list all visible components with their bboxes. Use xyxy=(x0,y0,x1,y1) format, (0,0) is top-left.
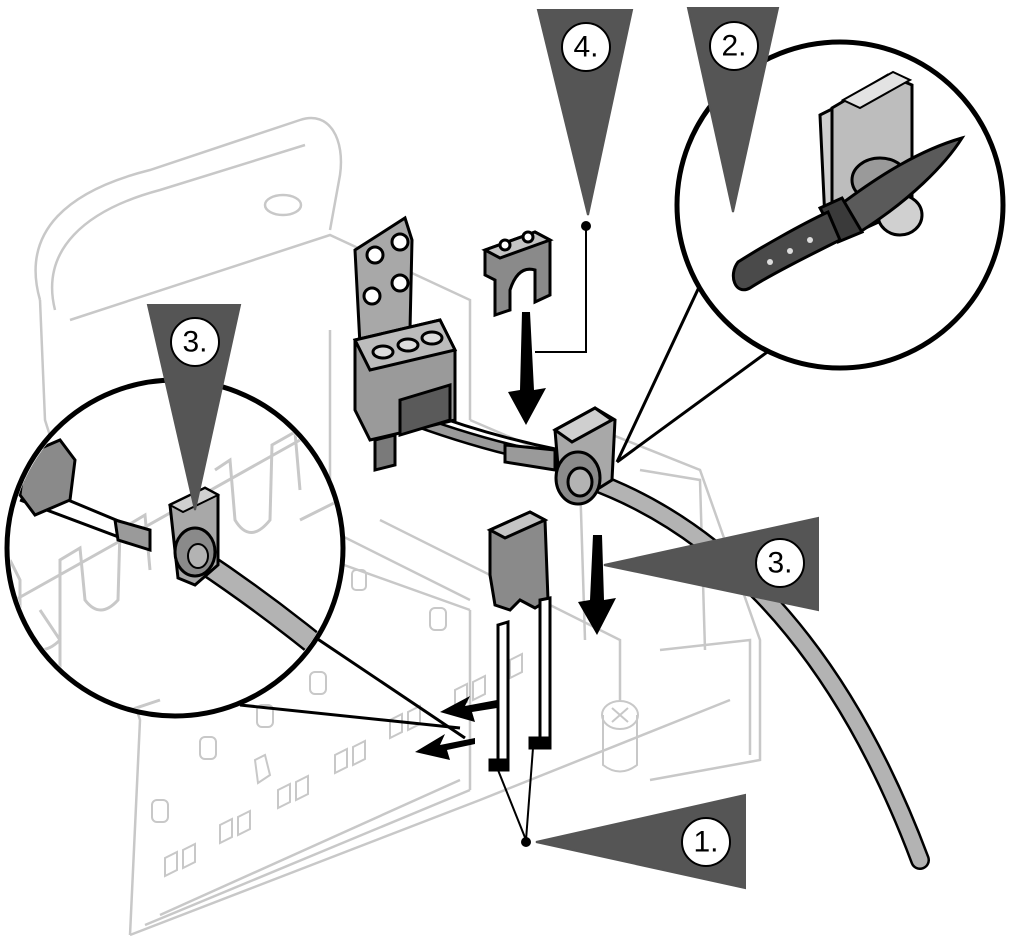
housing-ghost xyxy=(34,116,762,937)
retaining-clip xyxy=(481,230,554,318)
callout-label-1: 1. xyxy=(693,826,718,859)
arrow-down-icon xyxy=(508,312,546,425)
callout-step-3-left: 3. xyxy=(146,304,242,511)
arrow-left-icon xyxy=(415,696,497,760)
cable-clamp xyxy=(503,406,617,506)
mount-posts xyxy=(488,596,552,772)
callout-step-2: 2. xyxy=(686,7,780,213)
socket-row-ghost xyxy=(151,569,523,878)
knife-icon xyxy=(731,135,966,292)
callout-label-3-left: 3. xyxy=(182,326,207,359)
callout-label-4: 4. xyxy=(573,31,598,64)
leader-dot xyxy=(521,837,531,847)
cable xyxy=(397,408,930,870)
callout-label-3-right: 3. xyxy=(767,547,792,580)
clamp-insert xyxy=(486,510,550,612)
leader-dot xyxy=(581,221,591,231)
terminal-connector xyxy=(352,215,458,472)
callout-step-1: 1. xyxy=(535,793,746,890)
screw-ghost xyxy=(601,700,639,773)
callout-step-4: 4. xyxy=(536,9,634,216)
callout-step-3-right: 3. xyxy=(603,516,819,612)
callout-label-2: 2. xyxy=(721,30,746,63)
leader-lines xyxy=(497,226,587,841)
arrow-down-icon xyxy=(578,535,616,635)
